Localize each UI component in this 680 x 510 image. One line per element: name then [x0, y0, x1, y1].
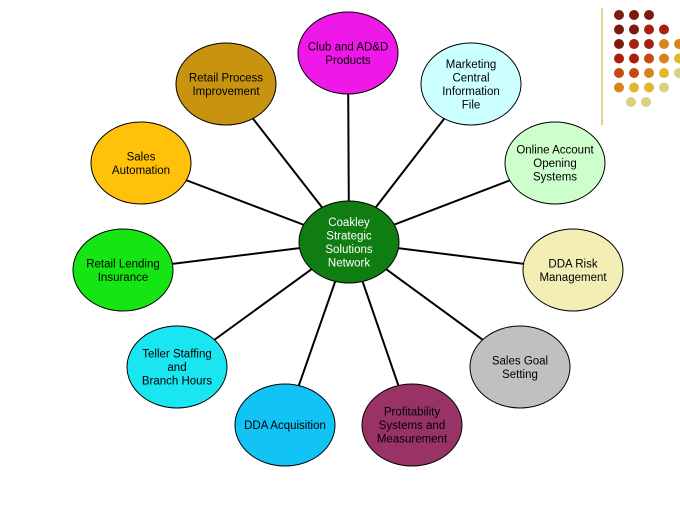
node-label-line: Retail Lending: [86, 258, 160, 270]
node-label-line: Coakley: [328, 217, 370, 229]
node-label-line: Online Account: [516, 145, 594, 157]
decoration-dot: [614, 82, 624, 93]
decoration-dot: [644, 53, 654, 64]
node-label-line: DDA Risk: [548, 258, 597, 270]
decoration-dot: [659, 53, 669, 64]
node-label-line: Opening: [533, 158, 576, 170]
node-ellipse: [126, 325, 228, 409]
decoration-dot: [641, 97, 651, 107]
decoration-dot: [644, 10, 654, 20]
node-label-line: DDA Acquisition: [244, 420, 326, 432]
node-ellipse: [175, 42, 277, 126]
node-label-line: Teller Staffing: [142, 349, 211, 361]
decoration-dot: [629, 82, 639, 93]
spoke-nodes: Club and AD&D Products MarketingCentralInf…: [72, 11, 624, 467]
hub-ellipse: [298, 200, 400, 284]
node-club-and-add-products: Club and AD&D Products: [297, 11, 399, 95]
node-label-line: Information: [442, 86, 500, 98]
node-label-line: and: [167, 362, 186, 374]
corner-decoration: [601, 8, 680, 125]
decoration-dot: [629, 39, 639, 49]
node-label-line: Automation: [112, 165, 170, 177]
node-ellipse: [522, 228, 624, 312]
decoration-dot: [629, 68, 639, 78]
node-ellipse: [469, 325, 571, 409]
node-label-line: Club and AD&D: [308, 41, 389, 53]
node-label-line: Setting: [502, 369, 538, 381]
node-label-line: Insurance: [98, 272, 149, 284]
node-label-line: Branch Hours: [142, 376, 213, 388]
node-ellipse: [504, 121, 606, 205]
node-label-line: Solutions: [325, 244, 373, 256]
decoration-dot: [659, 39, 669, 49]
decoration-dot: [614, 10, 624, 20]
decoration-dot: [644, 82, 654, 93]
node-ellipse: [72, 228, 174, 312]
node-ellipse: [234, 383, 336, 467]
decoration-dot: [674, 39, 680, 49]
decoration-dot: [644, 39, 654, 49]
node-label-line: Central: [452, 72, 489, 84]
decoration-dot: [614, 53, 624, 64]
decoration-dot: [614, 24, 624, 35]
node-label-line: Management: [539, 272, 607, 284]
node-label-line: Systems: [533, 172, 577, 184]
node-label-line: Systems and: [379, 420, 445, 432]
decoration-dot: [659, 68, 669, 78]
decoration-dot: [674, 68, 680, 78]
decoration-dot: [644, 24, 654, 35]
decoration-dot: [644, 68, 654, 78]
node-label-line: Retail Process: [189, 72, 263, 84]
decoration-dot: [626, 97, 636, 107]
node-label-line: Sales Goal: [492, 355, 548, 367]
node-ellipse: [361, 383, 463, 467]
node-label-line: Network: [328, 257, 370, 269]
node-label-line: Marketing: [446, 59, 497, 71]
node-ellipse: [90, 121, 192, 205]
node-label-line: Strategic: [326, 230, 372, 242]
node-label-line: File: [462, 99, 481, 111]
node-label-line: Improvement: [192, 86, 260, 98]
decoration-dot: [629, 24, 639, 35]
node-label-line: Profitability: [384, 407, 440, 419]
node-label-line: Sales: [127, 151, 156, 163]
node-ellipse: [297, 11, 399, 95]
decoration-dot: [629, 10, 639, 20]
decoration-dot: [659, 24, 669, 35]
decoration-dot: [659, 82, 669, 93]
node-ellipse: [420, 42, 522, 126]
decoration-dot: [629, 53, 639, 64]
decoration-dot: [674, 53, 680, 64]
node-label-line: Products: [325, 55, 371, 67]
node-label-line: Measurement: [377, 434, 448, 446]
decoration-dot: [614, 68, 624, 78]
node-dda-acquisition: DDA Acquisition: [234, 383, 336, 467]
decoration-dot: [614, 39, 624, 49]
